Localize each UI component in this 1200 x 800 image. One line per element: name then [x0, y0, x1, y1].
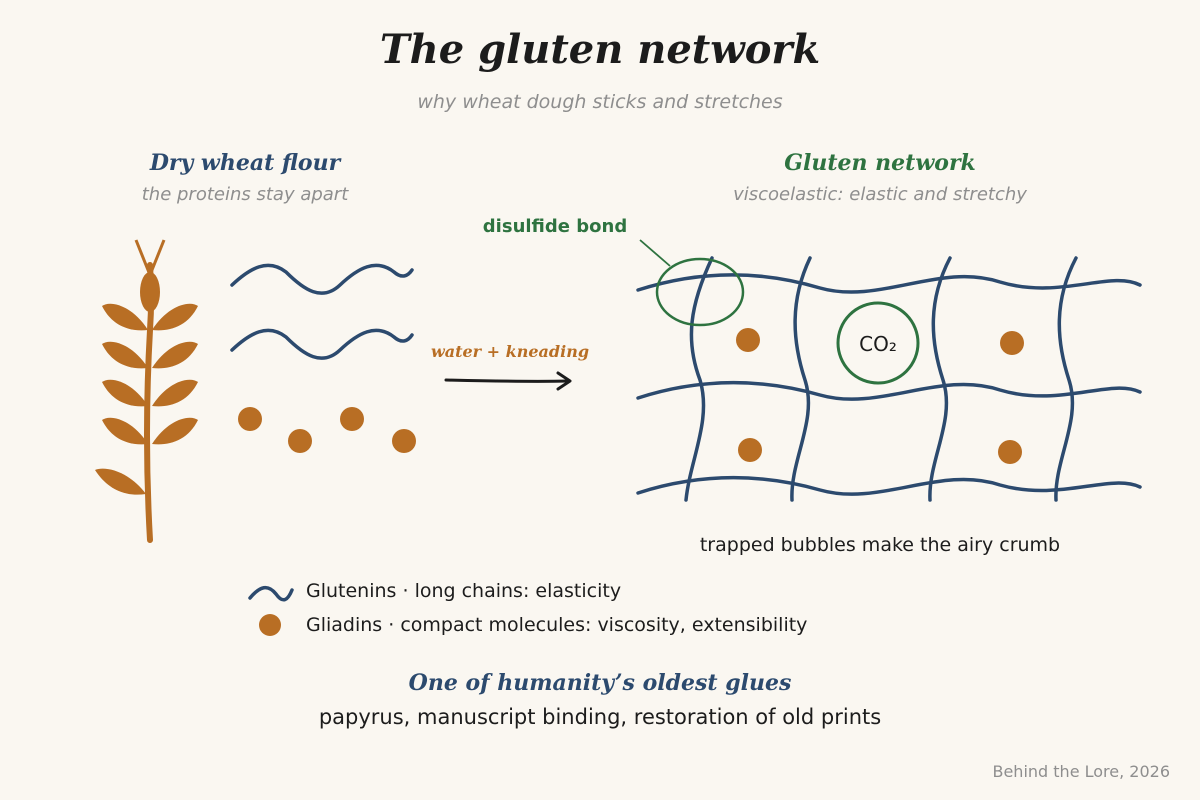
- page-subtitle: why wheat dough sticks and stretches: [417, 91, 783, 113]
- dot-icon: [259, 614, 281, 636]
- right-panel-heading: Gluten network: [784, 150, 976, 176]
- page-title: The gluten network: [379, 26, 821, 73]
- legend-glutenins: Glutenins · long chains: elasticity: [306, 580, 622, 602]
- gluten-network: [636, 256, 1142, 502]
- co2-label: CO₂: [859, 332, 897, 356]
- disulfide-bond-marker: [639, 239, 745, 327]
- wavy-chain-icon: [248, 585, 294, 602]
- crumb-note: trapped bubbles make the airy crumb: [699, 534, 1061, 556]
- legend-gliadins: Gliadins · compact molecules: viscosity,…: [306, 614, 808, 636]
- right-panel-subheading: viscoelastic: elastic and stretchy: [733, 184, 1027, 205]
- network-gliadin-dots: [736, 328, 1024, 464]
- loose-gliadin-dots: [238, 407, 416, 453]
- arrow-right-icon: [444, 371, 572, 391]
- footer-text: papyrus, manuscript binding, restoration…: [318, 705, 882, 729]
- arrow-label: water + kneading: [430, 342, 590, 361]
- disulfide-bond-label: disulfide bond: [482, 216, 628, 237]
- loose-glutenin-chains: [230, 263, 414, 360]
- left-panel-subheading: the proteins stay apart: [141, 184, 349, 205]
- credit: Behind the Lore, 2026: [992, 762, 1170, 781]
- footer-heading: One of humanity’s oldest glues: [408, 670, 792, 696]
- wheat-stalk-icon: [95, 239, 198, 543]
- co2-bubble: [836, 301, 920, 385]
- left-panel-heading: Dry wheat flour: [149, 150, 341, 176]
